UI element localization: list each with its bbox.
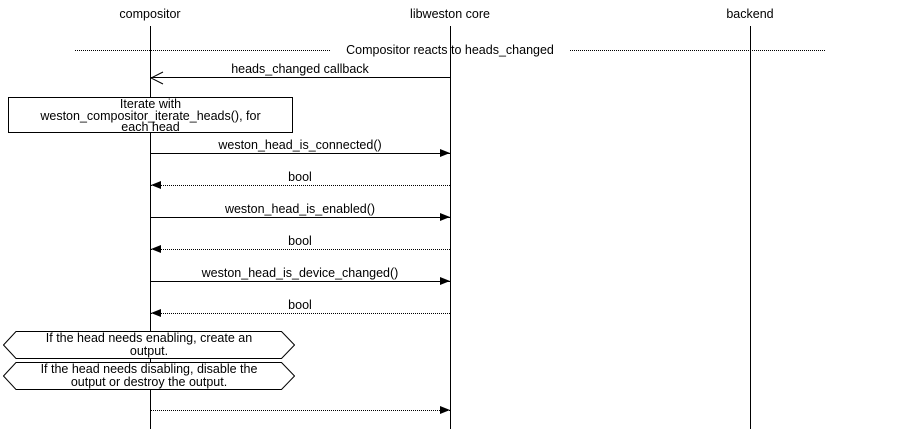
condition-line: output. [129, 344, 169, 358]
condition-enable-output: If the head needs enabling, create an ou… [3, 331, 295, 359]
divider-label: Compositor reacts to heads_changed [346, 43, 554, 57]
note-line: Iterate with [119, 97, 182, 111]
note-iterate-heads: Iterate with weston_compositor_iterate_h… [8, 97, 293, 133]
filled-arrowhead-left-icon [151, 181, 161, 189]
hexagon-outline [3, 331, 295, 359]
participant-backend: backend [726, 7, 774, 21]
message-line [151, 77, 450, 78]
note-line: weston_compositor_iterate_heads(), for [40, 108, 261, 123]
participant-libweston-core: libweston core [410, 7, 490, 21]
condition-disable-output: If the head needs disabling, disable the… [3, 362, 295, 390]
divider-line-left [75, 50, 330, 51]
open-arrowhead-left-icon [150, 71, 164, 85]
message-line [151, 281, 450, 282]
filled-arrowhead-right-icon [440, 213, 450, 221]
condition-line: output or destroy the output. [70, 375, 228, 389]
message-label: weston_head_is_connected() [218, 138, 382, 152]
hexagon-outline [3, 362, 295, 390]
lifeline-backend [750, 26, 751, 429]
condition-line: If the head needs enabling, create an [45, 331, 253, 345]
lifeline-compositor [150, 26, 151, 429]
message-line [151, 410, 450, 411]
filled-arrowhead-left-icon [151, 245, 161, 253]
filled-arrowhead-right-icon [440, 406, 450, 414]
filled-arrowhead-left-icon [151, 309, 161, 317]
lifeline-libweston-core [450, 26, 451, 429]
message-label: weston_head_is_enabled() [224, 202, 376, 216]
message-line [151, 217, 450, 218]
note-line: each head [121, 120, 180, 134]
message-label: bool [288, 298, 312, 312]
message-label: bool [288, 234, 312, 248]
message-line [151, 185, 450, 186]
message-label: heads_changed callback [231, 62, 369, 76]
message-label: weston_head_is_device_changed() [201, 266, 399, 280]
condition-line: If the head needs disabling, disable the [40, 362, 258, 376]
message-label: bool [288, 170, 312, 184]
message-line [151, 249, 450, 250]
participant-compositor: compositor [119, 7, 181, 21]
message-line [151, 313, 450, 314]
filled-arrowhead-right-icon [440, 149, 450, 157]
divider-line-right [570, 50, 825, 51]
filled-arrowhead-right-icon [440, 277, 450, 285]
message-line [151, 153, 450, 154]
